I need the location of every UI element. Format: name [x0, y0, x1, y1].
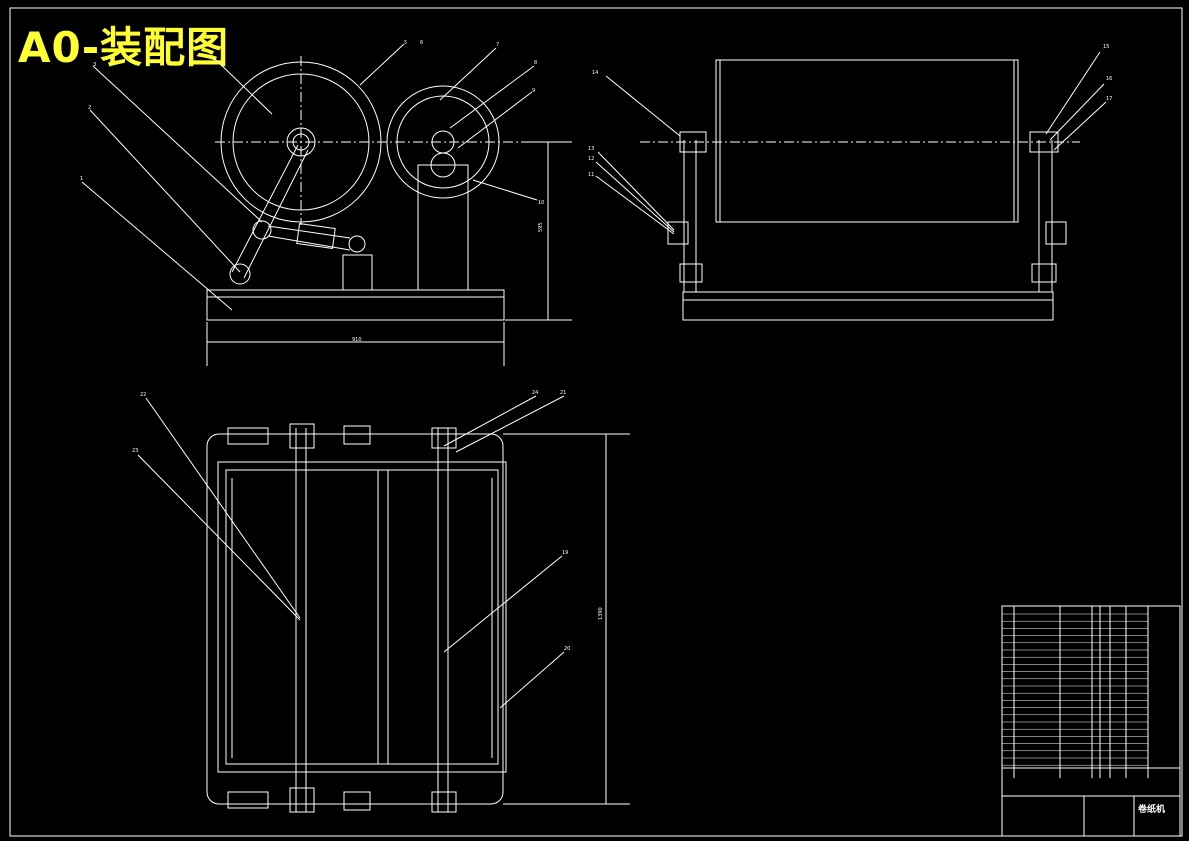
- side-balloon-17: 17: [1106, 96, 1112, 102]
- top-balloon-19: 19: [562, 550, 568, 556]
- front-balloon-7: 7: [496, 42, 499, 48]
- front-balloon-10: 10: [538, 200, 544, 206]
- side-balloon-16: 16: [1106, 76, 1112, 82]
- front-balloon-1: 1: [80, 176, 83, 182]
- front-height-dim: 595: [538, 222, 544, 232]
- side-view: [595, 51, 1107, 321]
- top-balloon-20: 20: [564, 646, 570, 652]
- drawing-title: A0-装配图: [18, 23, 230, 72]
- top-height-dim: 1390: [598, 607, 604, 620]
- drawing-frame: [9, 7, 1183, 837]
- front-width-dim: 910: [352, 337, 362, 343]
- side-balloon-12: 12: [588, 156, 594, 162]
- side-balloon-15: 15: [1103, 44, 1109, 50]
- top-balloon-24: 24: [532, 390, 538, 396]
- front-balloon-2: 2: [88, 105, 91, 111]
- title-block-rows: [1002, 613, 1148, 766]
- title-block-name: 卷纸机: [1137, 803, 1165, 815]
- side-balloon-11: 11: [588, 172, 594, 178]
- side-balloon-13: 13: [588, 146, 594, 152]
- side-balloon-14: 14: [592, 70, 598, 76]
- top-balloon-22: 22: [140, 392, 146, 398]
- front-balloon-5: 5: [404, 40, 407, 46]
- front-balloon-3: 3: [93, 62, 96, 68]
- top-view: [137, 395, 630, 813]
- top-balloon-23: 23: [132, 448, 138, 454]
- top-balloon-21: 21: [560, 390, 566, 396]
- title-block: [1001, 605, 1181, 837]
- front-balloon-9: 9: [532, 88, 535, 94]
- front-balloon-6: 6: [420, 40, 423, 46]
- front-balloon-8: 8: [534, 60, 537, 66]
- front-view: [81, 43, 572, 366]
